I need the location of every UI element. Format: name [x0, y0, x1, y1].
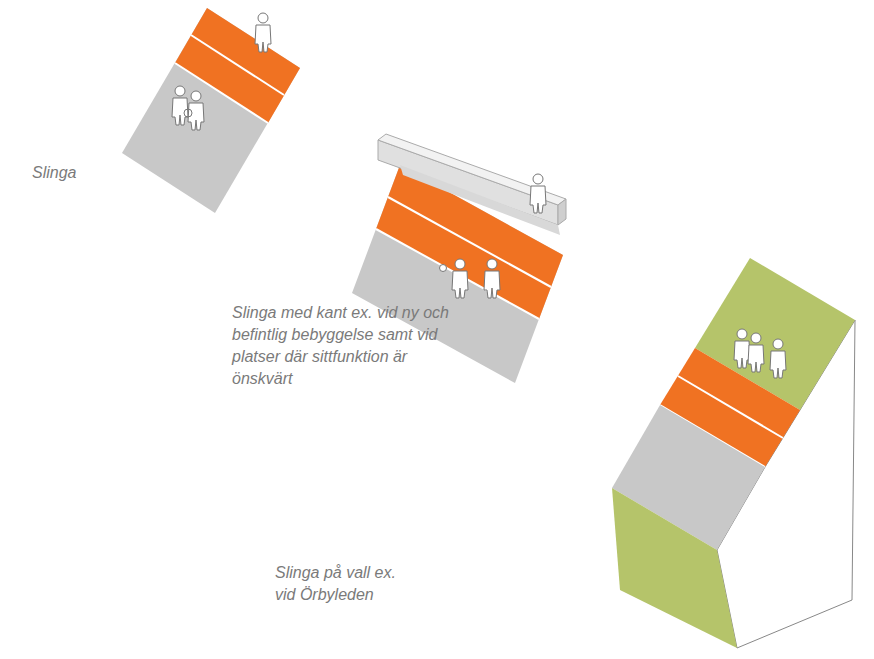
caption-label: Slinga med kant ex. vid ny och befintlig…	[232, 302, 450, 390]
caption-label: Slinga	[32, 162, 152, 184]
path-tile-with-edge	[352, 134, 566, 383]
caption-label: Slinga på vall ex. vid Örbyleden	[275, 562, 403, 606]
embankment-tile	[612, 258, 855, 648]
path-tile	[122, 8, 300, 213]
